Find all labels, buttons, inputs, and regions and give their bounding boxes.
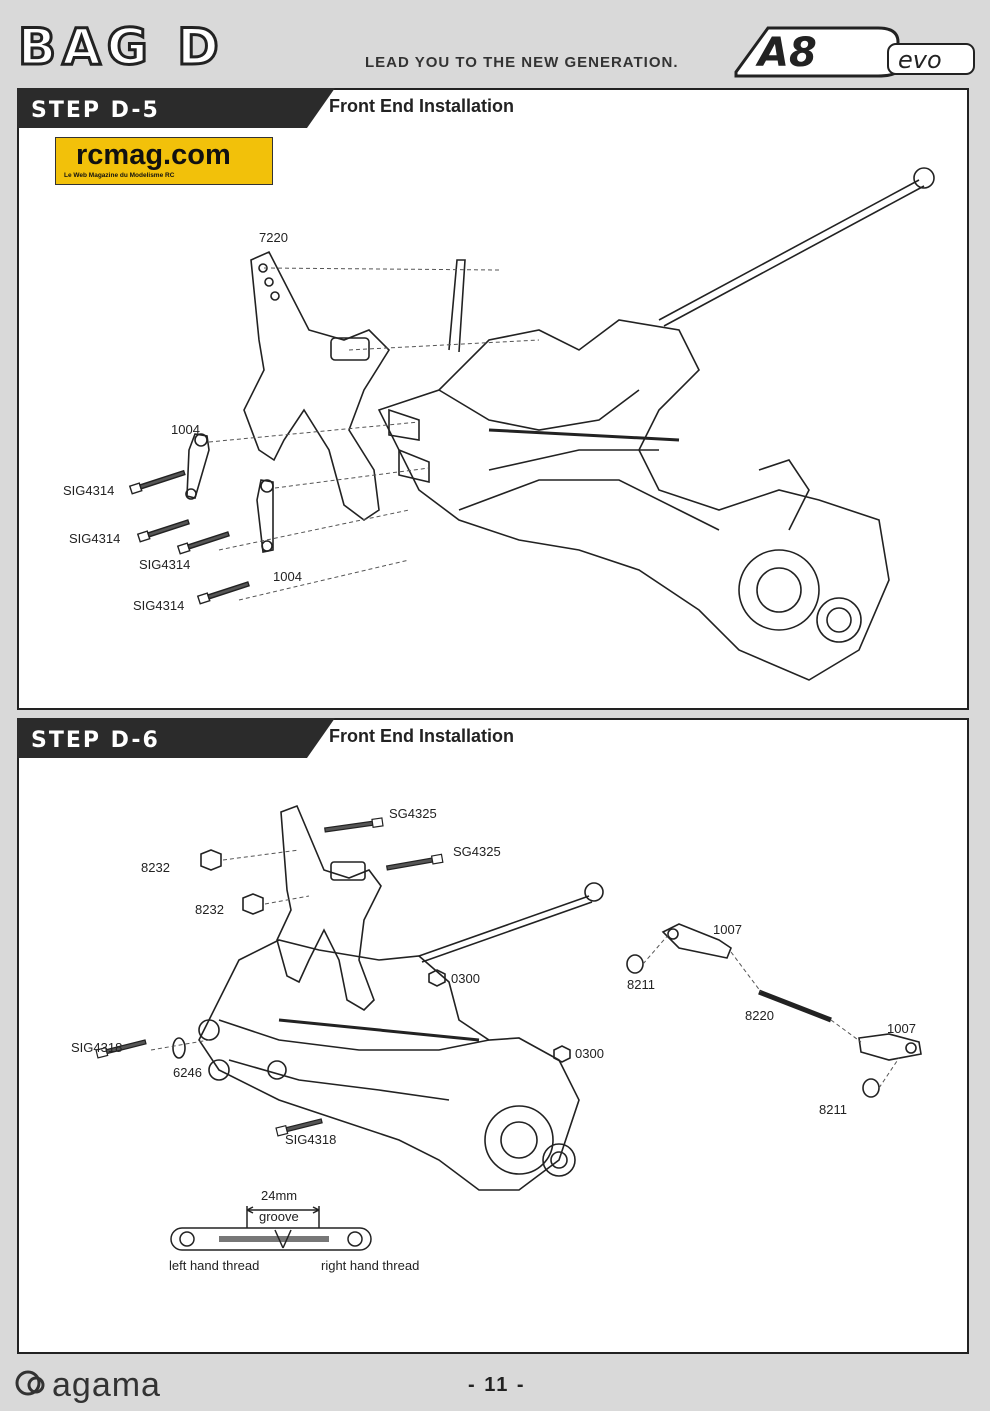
page-number: - 11 - bbox=[468, 1374, 526, 1396]
step-d5-diagram bbox=[128, 167, 935, 681]
left-hand-thread: left hand thread bbox=[169, 1258, 260, 1273]
part-label-sg4325-b: SG4325 bbox=[453, 844, 501, 859]
svg-text:evo: evo bbox=[898, 46, 942, 74]
turnbuckle-dimension: 24mm bbox=[261, 1188, 298, 1203]
part-label-sig4314-1: SIG4314 bbox=[63, 483, 115, 498]
agama-logo-icon bbox=[15, 1370, 45, 1396]
part-label-sg4325-a: SG4325 bbox=[389, 806, 437, 821]
step-d6-diagram bbox=[95, 804, 922, 1251]
drive-shaft bbox=[658, 179, 920, 321]
shock-tower bbox=[276, 804, 382, 1012]
step-d6-label: STEP D-6 bbox=[31, 728, 160, 753]
right-hand-thread: right hand thread bbox=[321, 1258, 420, 1273]
tagline: LEAD YOU TO THE NEW GENERATION. bbox=[365, 54, 679, 71]
a8-evo-logo: A8 evo bbox=[734, 26, 975, 78]
ball-link-1004-b bbox=[256, 479, 274, 553]
part-label-8220: 8220 bbox=[745, 1008, 774, 1023]
bag-title: BAG D bbox=[18, 18, 225, 74]
part-label-1007-b: 1007 bbox=[887, 1021, 916, 1036]
part-label-7220: 7220 bbox=[259, 230, 288, 245]
turnbuckle-8220 bbox=[758, 989, 832, 1023]
front-bulkhead bbox=[198, 939, 580, 1191]
step-d5-subtitle: Front End Installation bbox=[329, 96, 514, 116]
part-label-0300-a: 0300 bbox=[451, 971, 480, 986]
part-label-8211-b: 8211 bbox=[819, 1102, 847, 1117]
shock-tower-7220 bbox=[243, 250, 391, 521]
rcmag-subtitle: Le Web Magazine du Modelisme RC bbox=[64, 172, 175, 179]
step-d5-panel: STEP D-5 Front End Installation rcmag.co… bbox=[17, 88, 969, 710]
part-label-sig4314-3: SIG4314 bbox=[139, 557, 191, 572]
part-label-8232-a: 8232 bbox=[141, 860, 170, 875]
part-label-6246: 6246 bbox=[173, 1065, 202, 1080]
part-label-1007-a: 1007 bbox=[713, 922, 742, 937]
part-label-sig4318-b: SIG4318 bbox=[285, 1132, 337, 1147]
front-bulkhead bbox=[377, 319, 890, 681]
part-label-8232-b: 8232 bbox=[195, 902, 224, 917]
step-d6-tab: STEP D-6 bbox=[17, 718, 335, 758]
step-d6-subtitle: Front End Installation bbox=[329, 726, 514, 746]
drive-shaft bbox=[418, 895, 590, 957]
agama-brand: agama bbox=[52, 1366, 161, 1404]
part-label-sig4318-a: SIG4318 bbox=[71, 1040, 123, 1055]
step-d5-label: STEP D-5 bbox=[31, 98, 160, 123]
part-label-8211-a: 8211 bbox=[627, 977, 655, 992]
step-d6-panel: STEP D-6 Front End Installation bbox=[17, 718, 969, 1354]
rcmag-title: rcmag.com bbox=[76, 139, 231, 171]
turnbuckle-detail bbox=[170, 1206, 372, 1251]
svg-text:A8: A8 bbox=[755, 30, 817, 76]
part-label-0300-b: 0300 bbox=[575, 1046, 604, 1061]
rcmag-watermark: rcmag.com Le Web Magazine du Modelisme R… bbox=[55, 137, 273, 185]
step-d5-tab: STEP D-5 bbox=[17, 88, 335, 128]
rod-end-1007-b bbox=[858, 1033, 922, 1061]
rod-end-1007-a bbox=[661, 923, 732, 959]
turnbuckle-groove: groove bbox=[259, 1209, 299, 1224]
part-label-sig4314-2: SIG4314 bbox=[69, 531, 121, 546]
part-label-1004-b: 1004 bbox=[273, 569, 302, 584]
bag-title-banner: BAG D bbox=[17, 17, 225, 75]
part-label-sig4314-4: SIG4314 bbox=[133, 598, 185, 613]
part-label-1004-a: 1004 bbox=[171, 422, 200, 437]
